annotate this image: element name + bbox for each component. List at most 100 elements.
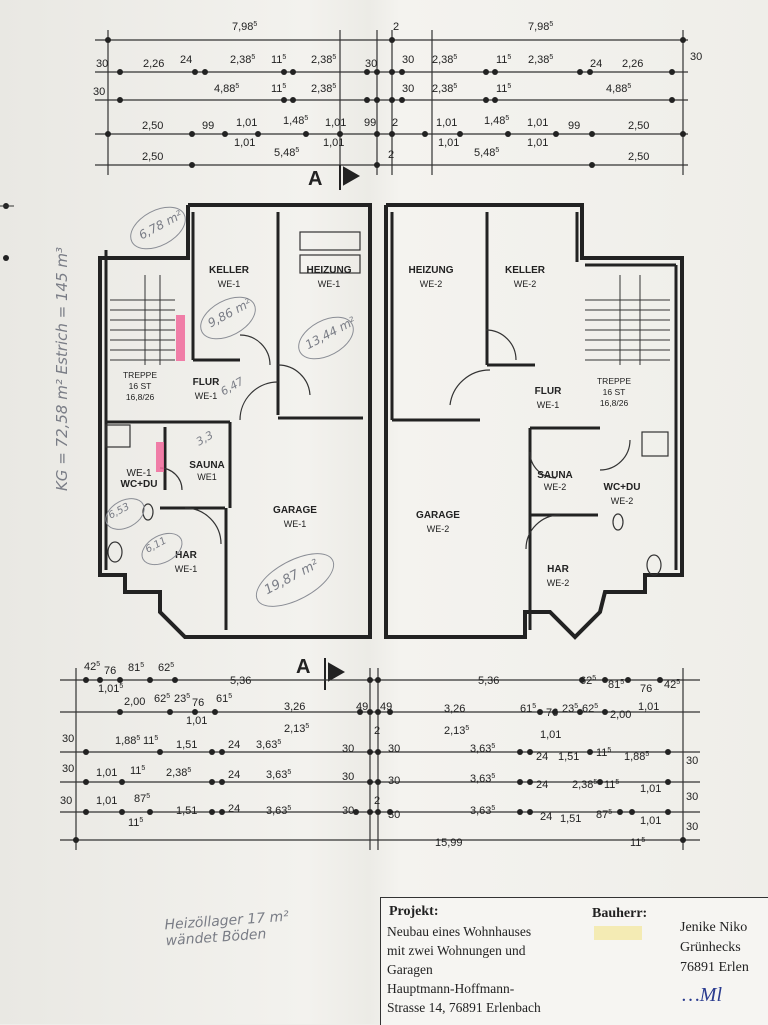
door-swings: [159, 329, 631, 550]
dim: 76: [546, 707, 559, 719]
dim: 2,26: [622, 58, 644, 70]
dim: 115: [630, 837, 646, 849]
top-dimension-ticks: [105, 37, 686, 168]
dim: 3,635: [256, 739, 282, 751]
dim: 1,01: [186, 715, 208, 727]
dim: 24: [180, 54, 193, 66]
dim: 30: [388, 743, 401, 755]
dim: 30: [686, 821, 699, 833]
dim: 2,50: [142, 151, 164, 163]
dim: 425: [84, 661, 101, 673]
dim: 30: [690, 51, 703, 63]
dim: 1,01: [325, 117, 347, 129]
dim: 2,135: [444, 725, 470, 737]
dim: 1,485: [484, 115, 510, 127]
dim: 30: [342, 771, 355, 783]
dim: 99: [202, 120, 215, 132]
dim: 425: [664, 679, 681, 691]
dim: 2,385: [230, 54, 256, 66]
dim: 815: [608, 679, 625, 691]
dim: 99: [364, 117, 377, 129]
dim: 115: [604, 779, 620, 791]
dim: 2,00: [124, 696, 146, 708]
dim: 5,485: [274, 147, 300, 159]
dim: 3,635: [470, 743, 496, 755]
dim: 30: [342, 743, 355, 755]
annotation-kg-total: KG = 72,58 m² Estrich = 145 m³: [53, 246, 72, 492]
dim: 2,385: [528, 54, 554, 66]
dim: 615: [216, 693, 233, 705]
dim: 30: [365, 58, 378, 70]
dim-top-total-right: 7,985: [528, 21, 554, 33]
signature: …Ml: [682, 984, 722, 1006]
interior-walls: [104, 212, 678, 630]
dim: 2,135: [284, 723, 310, 735]
dim: 3,26: [284, 701, 306, 713]
dim: 3,635: [470, 805, 496, 817]
dim: 1,51: [560, 813, 582, 825]
dim: 24: [228, 769, 241, 781]
dim: 5,485: [474, 147, 500, 159]
dim: 115: [271, 54, 287, 66]
dim: 24: [590, 58, 603, 70]
dim: 115: [143, 735, 159, 747]
dim: 76: [192, 697, 205, 709]
dim: 30: [402, 83, 415, 95]
section-label-a-bottom: A: [296, 656, 311, 678]
dim: 49: [356, 701, 369, 713]
dim: 5,36: [478, 675, 500, 687]
dim: 2: [374, 795, 381, 807]
dim-bottom-total: 15,99: [435, 837, 463, 849]
dim: 24: [536, 751, 549, 763]
dim: 2,50: [628, 151, 650, 163]
dim: 1,01: [638, 701, 660, 713]
dim: 30: [60, 795, 73, 807]
dim: 875: [596, 809, 613, 821]
building-walls: [98, 203, 684, 640]
dim: 4,885: [606, 83, 632, 95]
dim: 2,50: [628, 120, 650, 132]
dim: 1,51: [176, 739, 198, 751]
dim: 1,01: [96, 767, 118, 779]
dim: 4,885: [214, 83, 240, 95]
dim: 815: [128, 662, 145, 674]
dim: 2,385: [311, 83, 337, 95]
dim: 1,885: [115, 735, 141, 747]
dim: 1,01: [438, 137, 460, 149]
dim: 24: [536, 779, 549, 791]
dim-top-total-left: 7,985: [232, 21, 258, 33]
dim: 1,01: [540, 729, 562, 741]
dim: 1,01: [640, 783, 662, 795]
dim: 2,26: [143, 58, 165, 70]
dim: 625: [580, 675, 597, 687]
dim: 24: [228, 803, 241, 815]
dim: 1,01: [96, 795, 118, 807]
dim: 115: [596, 747, 612, 759]
dim: 2,385: [432, 83, 458, 95]
dim: 2: [392, 117, 399, 129]
dim: 30: [388, 775, 401, 787]
dim: 1,01: [640, 815, 662, 827]
highlight-marker: [176, 315, 185, 361]
dim: 235: [174, 693, 191, 705]
dim: 625: [154, 693, 171, 705]
dim: 1,01: [527, 117, 549, 129]
dim: 1,01: [236, 117, 258, 129]
dim: 1,01: [234, 137, 256, 149]
